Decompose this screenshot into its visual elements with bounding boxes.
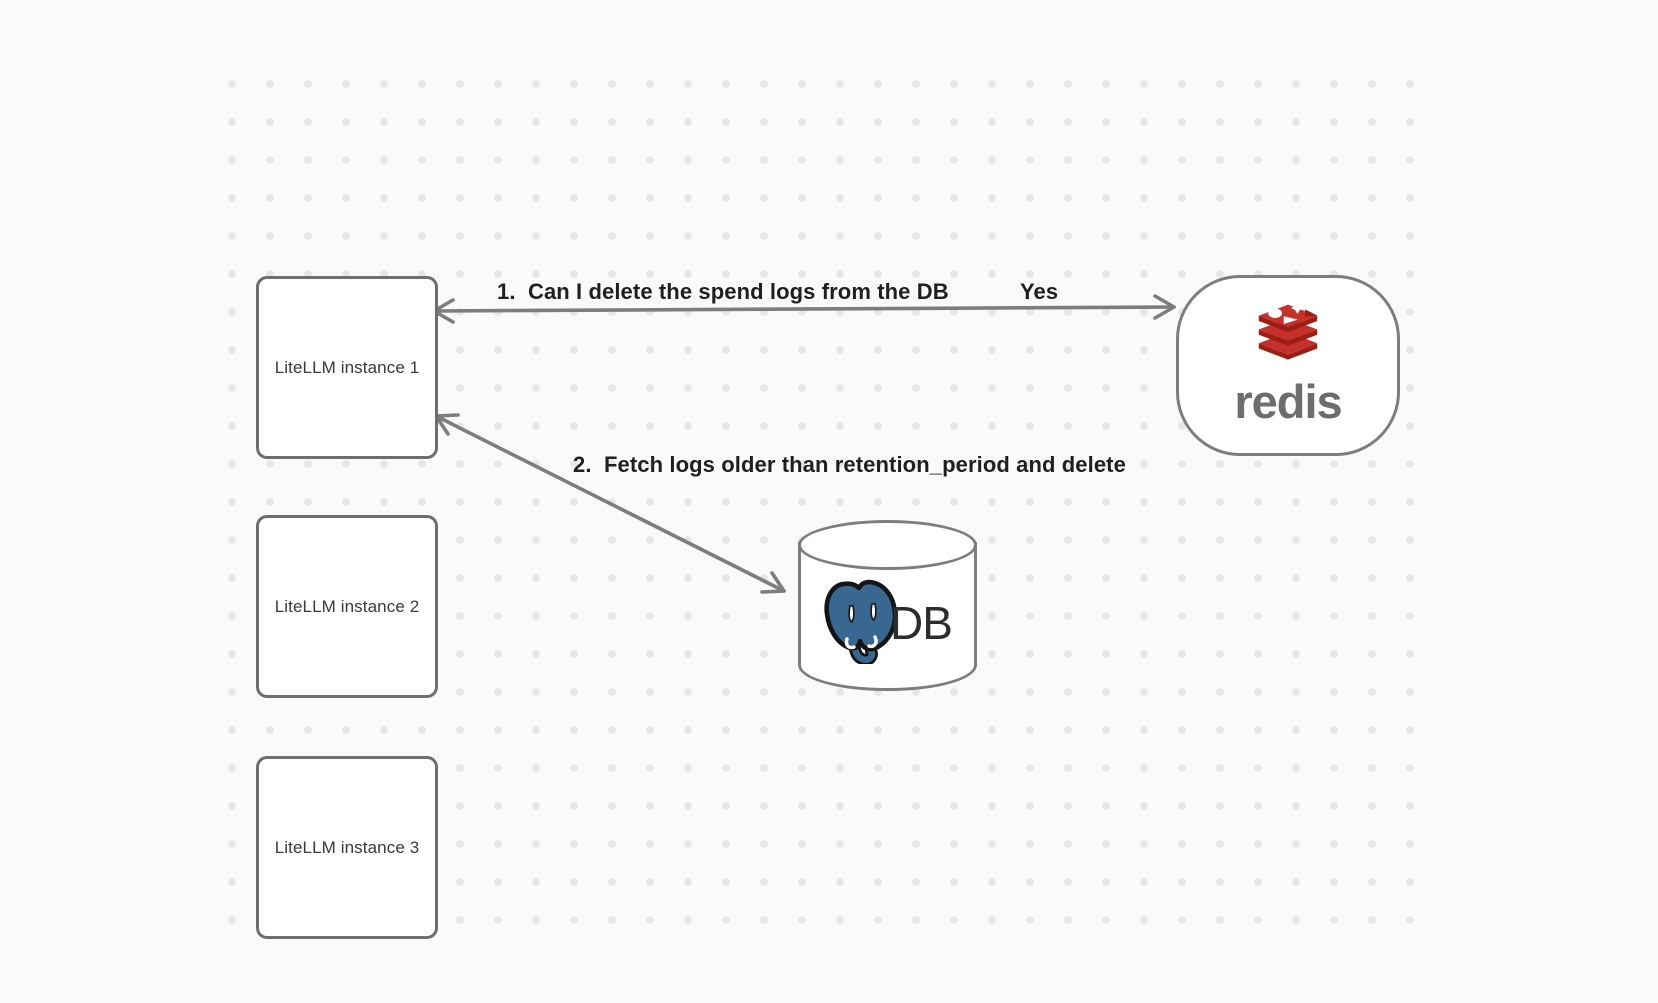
node-litellm-instance-1[interactable]: LiteLLM instance 1: [256, 276, 438, 459]
node-litellm-instance-3[interactable]: LiteLLM instance 3: [256, 756, 438, 939]
redis-wordmark: redis: [1234, 375, 1342, 428]
node-database[interactable]: DB: [798, 520, 977, 694]
node-label: LiteLLM instance 3: [274, 837, 420, 857]
node-label: LiteLLM instance 2: [274, 596, 420, 616]
node-label: LiteLLM instance 1: [274, 357, 420, 377]
arrow1-response-label: Yes: [1020, 279, 1059, 304]
redis-logo-icon: [1245, 302, 1331, 381]
postgresql-elephant-icon: [823, 578, 899, 669]
db-label: DB: [890, 597, 953, 649]
cylinder-top-ellipse: [798, 520, 977, 570]
node-litellm-instance-2[interactable]: LiteLLM instance 2: [256, 515, 438, 698]
node-redis[interactable]: redis: [1176, 275, 1400, 456]
arrow1-label: 1. Can I delete the spend logs from the …: [497, 279, 949, 304]
arrow2-label: 2. Fetch logs older than retention_perio…: [573, 452, 1126, 477]
